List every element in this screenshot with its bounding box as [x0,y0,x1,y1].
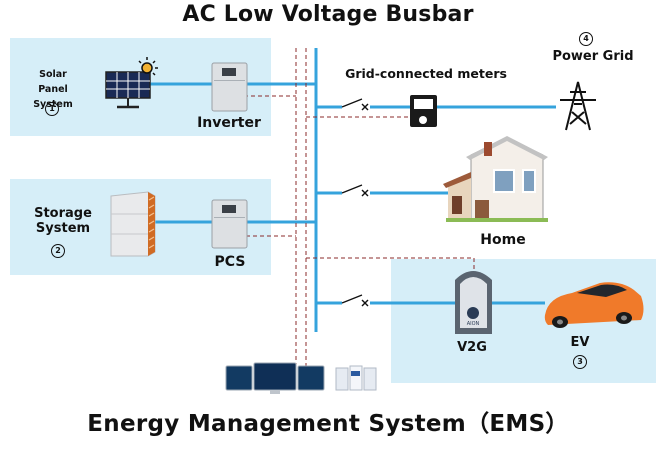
communication-lines [229,48,475,370]
meter-icon [410,95,437,127]
home-label: Home [480,232,526,248]
inverter-icon [211,62,248,112]
ev-label: EV [570,335,590,350]
solar-panel-icon [105,71,151,109]
breaker-switch-ev [341,294,369,307]
house-icon [443,136,548,222]
meters-label: Grid-connected meters [345,66,507,81]
grid-label: Power Grid [552,49,634,64]
solar-number-badge: 1 [45,102,59,116]
ems-screens-icon [225,362,377,394]
svg-text:AION: AION [467,321,480,327]
ems-title: Energy Management System（EMS） [87,411,569,437]
breaker-switch-grid [341,98,369,111]
power-tower-icon [560,81,596,131]
breaker-switch-home [341,184,369,197]
ev-car-icon [544,282,644,328]
v2g-label: V2G [457,340,487,355]
battery-storage-icon [110,191,156,257]
grid-number-badge: 4 [579,32,593,46]
sun-icon [138,57,158,76]
pcs-icon [211,199,248,249]
storage-label: Storage System [34,206,92,236]
v2g-charger-icon: AION [455,271,492,334]
storage-number-badge: 2 [51,244,65,258]
inverter-label: Inverter [197,115,261,131]
pcs-label: PCS [214,254,246,270]
diagram-title: AC Low Voltage Busbar [182,2,474,27]
ev-number-badge: 3 [573,355,587,369]
